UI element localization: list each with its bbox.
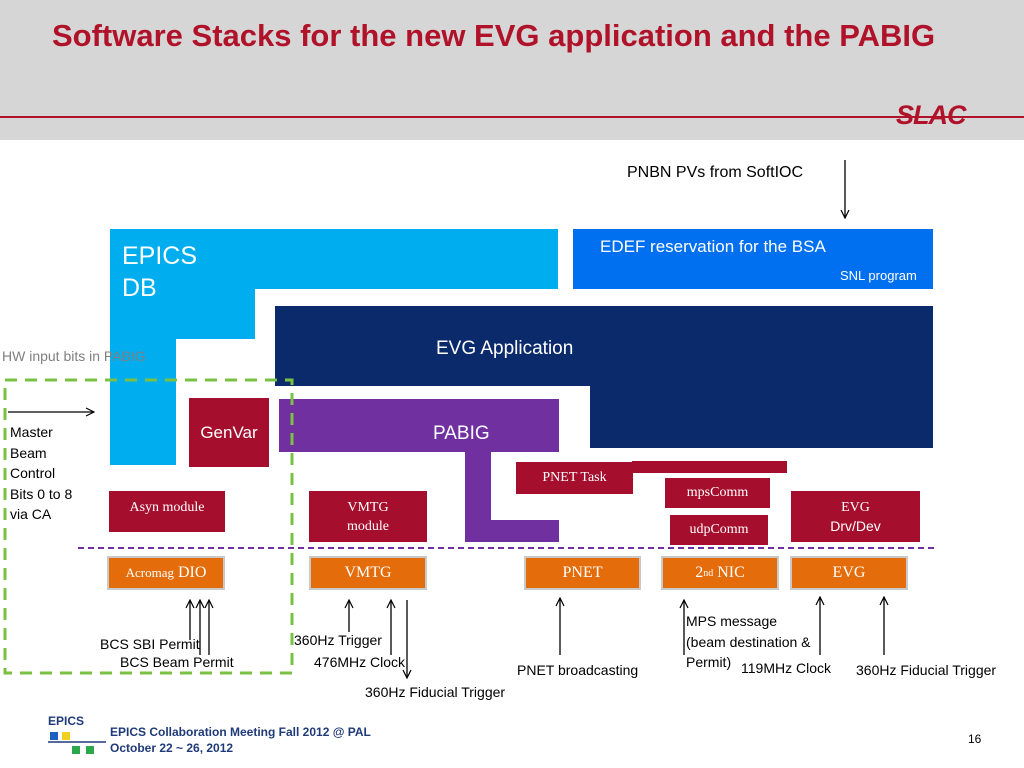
udpcomm-box: udpComm [670, 515, 768, 545]
nic-rest: NIC [713, 564, 745, 581]
epics-db-label-line1: EPICS [122, 242, 198, 270]
evg-drv-label-line1: EVG [841, 499, 870, 515]
bcs-beam-label: BCS Beam Permit [120, 654, 234, 670]
pnbn-label: PNBN PVs from SoftIOC [627, 164, 804, 181]
pabig-main-block [279, 399, 559, 452]
bcs-sbi-label: BCS SBI Permit [100, 636, 200, 652]
evg-app-label: EVG Application [436, 338, 574, 359]
epics-db-mid-block [110, 289, 255, 339]
acromag-label: Acromag [125, 565, 174, 580]
master-line2: Beam [10, 444, 47, 461]
pnet-task-box: PNET Task [516, 462, 633, 494]
mpscomm-label: mpsComm [686, 485, 749, 500]
mps-msg-label: MPS message (beam destination & Permit) [686, 611, 811, 673]
mpscomm-box: mpsComm [665, 478, 770, 508]
mps-line2: (beam destination & [686, 633, 811, 650]
epics-logo: EPICS [48, 714, 108, 760]
epics-db-stem-block [110, 339, 176, 465]
vmtg-box: VMTG [309, 556, 427, 590]
clk119-label: 119MHz Clock [741, 660, 831, 676]
vmtg-module-box: VMTG module [309, 491, 427, 542]
hw-input-label: HW input bits in PABIG [2, 348, 146, 364]
evg-label: EVG [832, 564, 866, 581]
vmtg-module-label-line2: module [347, 518, 389, 534]
genvar-label: GenVar [200, 422, 258, 442]
snl-label: SNL program [840, 268, 917, 283]
genvar-box: GenVar [189, 398, 269, 467]
dio-label: DIO [177, 564, 207, 581]
title-underline [0, 116, 1024, 118]
hw-input-dashed-region [3, 378, 294, 675]
pabig-label: PABIG [433, 423, 490, 444]
footer-line1: EPICS Collaboration Meeting Fall 2012 @ … [110, 725, 371, 739]
epics-logo-text: EPICS [48, 714, 85, 728]
master-line4: Bits 0 to 8 [10, 485, 73, 502]
evg-drv-label-line2: Drv/Dev [830, 517, 881, 534]
page-number: 16 [968, 732, 982, 746]
mps-line1: MPS message [686, 613, 778, 629]
fid360a-label: 360Hz Fiducial Trigger [365, 684, 506, 700]
clk476-label: 476MHz Clock [314, 654, 406, 670]
epics-db-label-line2: DB [122, 274, 157, 302]
pnet-bcast-label: PNET broadcasting [517, 662, 639, 678]
asyn-module-label: Asyn module [129, 500, 205, 515]
evg-drv-box: EVG Drv/Dev [791, 491, 920, 542]
udpcomm-label: udpComm [689, 522, 749, 537]
master-line3: Control [10, 465, 56, 481]
epics-db-top-block [110, 229, 558, 289]
edef-block [573, 229, 933, 289]
asyn-module-box: Asyn module [109, 491, 225, 532]
evg-box: EVG [790, 556, 908, 590]
pnet-box: PNET [524, 556, 641, 590]
slac-logo: SLAC [896, 100, 966, 130]
mps-line3: Permit) [686, 654, 732, 670]
footer-line2: October 22 ~ 26, 2012 [110, 741, 234, 755]
nic-num: 2 [695, 564, 704, 581]
vmtg-module-label-line1: VMTG [347, 499, 389, 515]
vmtg-label: VMTG [344, 564, 392, 581]
pnet-task-bar [632, 461, 787, 473]
epics-logo-graphic [48, 732, 106, 754]
pnet-task-label: PNET Task [542, 470, 607, 485]
acromag-dio-box: Acromag DIO [107, 556, 225, 590]
evg-app-main-block [275, 306, 933, 386]
master-beam-label: Master Beam Control Bits 0 to 8 via CA [10, 422, 72, 525]
pabig-base-block [465, 520, 559, 542]
pnet-label: PNET [562, 564, 603, 581]
master-line1: Master [10, 424, 53, 440]
master-line5: via CA [10, 506, 52, 522]
edef-label: EDEF reservation for the BSA [600, 237, 826, 256]
trig360-label: 360Hz Trigger [294, 632, 382, 648]
slide-title: Software Stacks for the new EVG applicat… [52, 18, 936, 53]
fid360b-label: 360Hz Fiducial Trigger [856, 662, 997, 678]
evg-app-right-block [590, 386, 933, 448]
nic-sup: nd [703, 567, 714, 579]
